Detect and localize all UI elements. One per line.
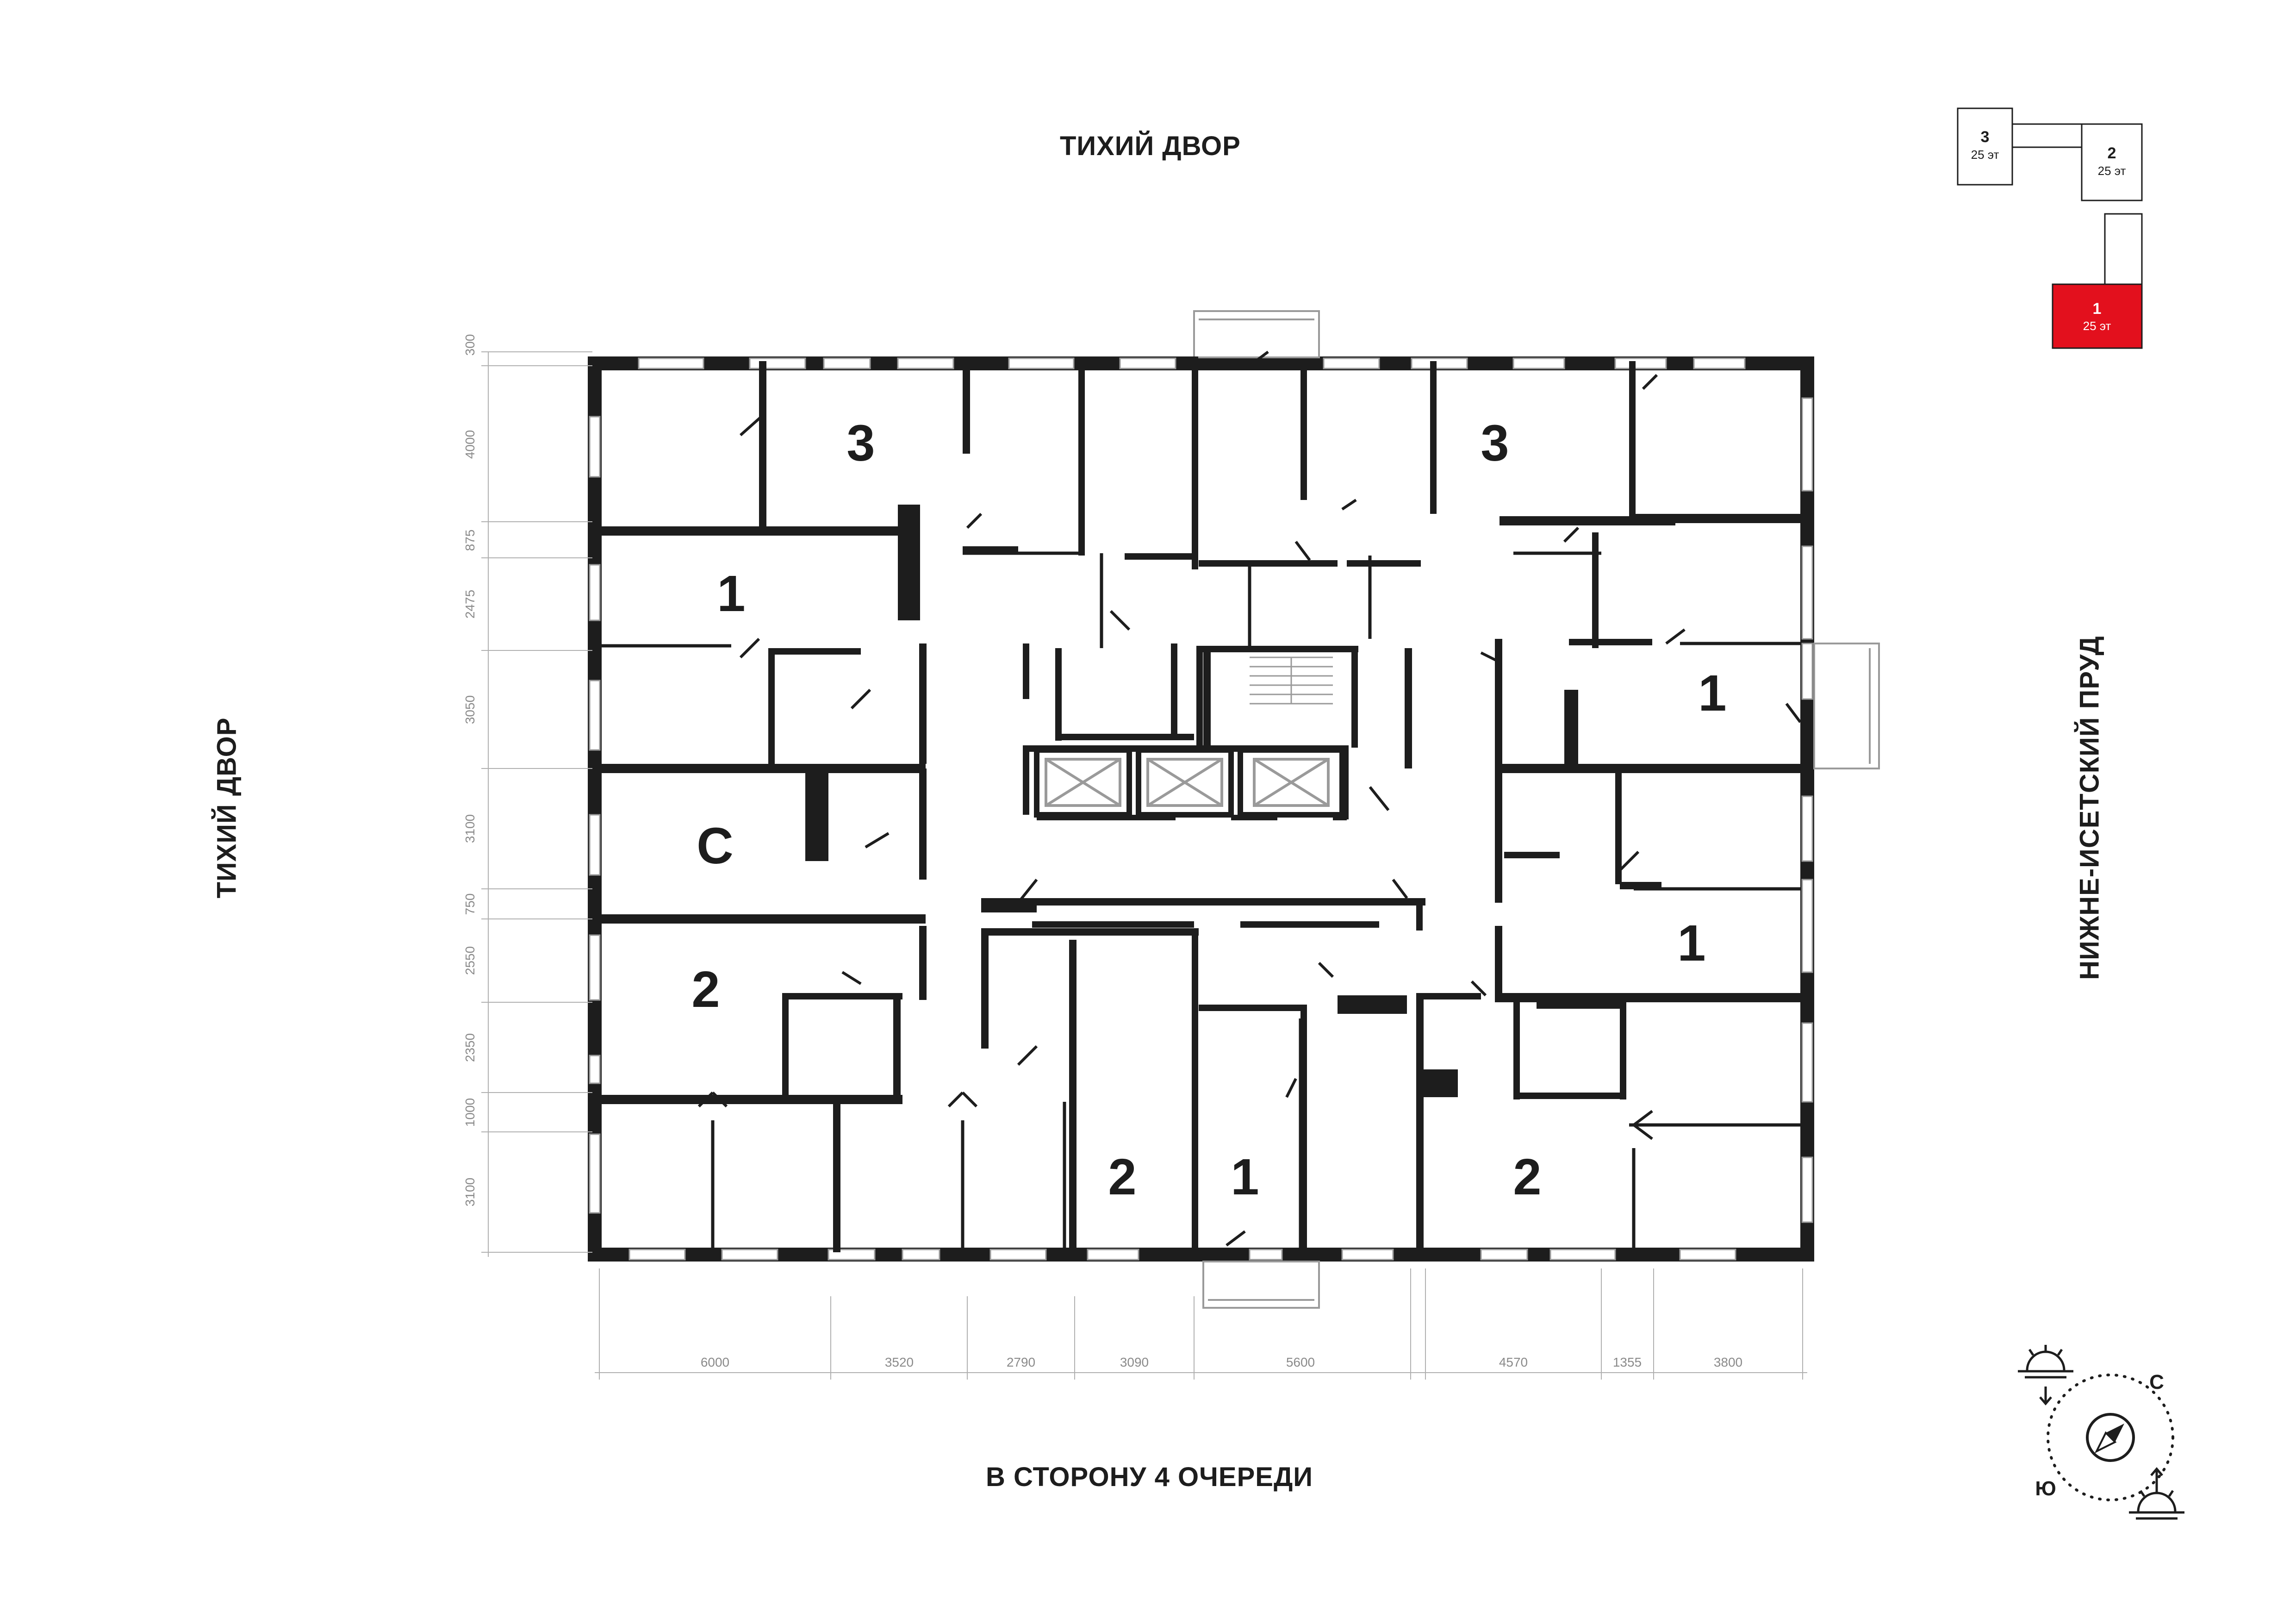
dimension-label: 1355 xyxy=(1613,1355,1642,1369)
key-plan: 3 25 эт 2 25 эт 1 25 эт xyxy=(1957,107,2143,349)
key-plan-section-3 xyxy=(1957,107,2013,186)
compass-south-label: Ю xyxy=(2035,1477,2056,1500)
dimension-label: 3050 xyxy=(463,695,477,724)
dimension-label: 1000 xyxy=(463,1098,477,1127)
dimension-label: 4570 xyxy=(1499,1355,1528,1369)
room-label: 2 xyxy=(1513,1149,1541,1206)
key-section-floors: 25 эт xyxy=(1971,148,1999,162)
dimension-label: 2350 xyxy=(463,1033,477,1062)
dimension-label: 2790 xyxy=(1007,1355,1035,1369)
room-label: 1 xyxy=(717,565,745,622)
dimension-label: 3100 xyxy=(463,1178,477,1206)
key-plan-section-2 xyxy=(2081,123,2143,201)
key-section-number: 3 xyxy=(1981,128,1990,146)
key-section-number: 1 xyxy=(2093,300,2102,318)
compass-north-label: С xyxy=(2149,1371,2164,1393)
partitions xyxy=(602,551,1800,1250)
room-label: 1 xyxy=(1677,915,1705,972)
dimension-label: 3520 xyxy=(885,1355,914,1369)
balconies xyxy=(1193,310,1880,1309)
dimension-label: 6000 xyxy=(701,1355,729,1369)
horizontal-dimensions: 6000 3520 2790 3090 5600 4570 1355 3800 xyxy=(595,1268,1807,1380)
room-label: 3 xyxy=(846,415,875,472)
sunset-icon xyxy=(2129,1467,2184,1520)
key-section-number: 2 xyxy=(2108,144,2116,162)
dimension-label: 300 xyxy=(463,334,477,356)
key-plan-section-1-active xyxy=(2052,283,2143,349)
room-label: 1 xyxy=(1698,665,1726,722)
dimension-label: 4000 xyxy=(463,430,477,459)
vertical-dimensions: 300 4000 875 2475 3050 3100 750 2550 235… xyxy=(463,334,592,1257)
room-label: 1 xyxy=(1231,1149,1259,1206)
dimension-label: 2475 xyxy=(463,590,477,618)
courtyard-label-top: ТИХИЙ ДВОР xyxy=(1060,131,1241,161)
windows xyxy=(589,357,1813,1261)
dimension-label: 2550 xyxy=(463,946,477,975)
compass: С Ю xyxy=(2018,1345,2184,1520)
room-label: 2 xyxy=(691,961,720,1018)
dimension-label: 875 xyxy=(463,530,477,551)
room-labels: 3 3 1 1 С 1 2 2 1 2 xyxy=(691,415,1726,1206)
sunrise-icon xyxy=(2018,1345,2073,1405)
key-section-floors: 25 эт xyxy=(2098,164,2126,178)
staircase xyxy=(1250,656,1333,705)
key-section-floors: 25 эт xyxy=(2083,319,2111,333)
interior-walls xyxy=(597,356,1805,1255)
elevators xyxy=(1034,747,1345,818)
compass-icon xyxy=(2086,1413,2135,1462)
doors xyxy=(697,350,1802,1247)
dimension-label: 3090 xyxy=(1120,1355,1149,1369)
room-label: 3 xyxy=(1481,415,1509,472)
dimension-label: 750 xyxy=(463,893,477,915)
room-label: С xyxy=(697,818,733,874)
dimension-label: 5600 xyxy=(1286,1355,1315,1369)
room-label: 2 xyxy=(1108,1149,1136,1206)
direction-label-bottom: В СТОРОНУ 4 ОЧЕРЕДИ xyxy=(986,1462,1313,1492)
dimension-label: 3100 xyxy=(463,814,477,843)
dimension-label: 3800 xyxy=(1714,1355,1742,1369)
